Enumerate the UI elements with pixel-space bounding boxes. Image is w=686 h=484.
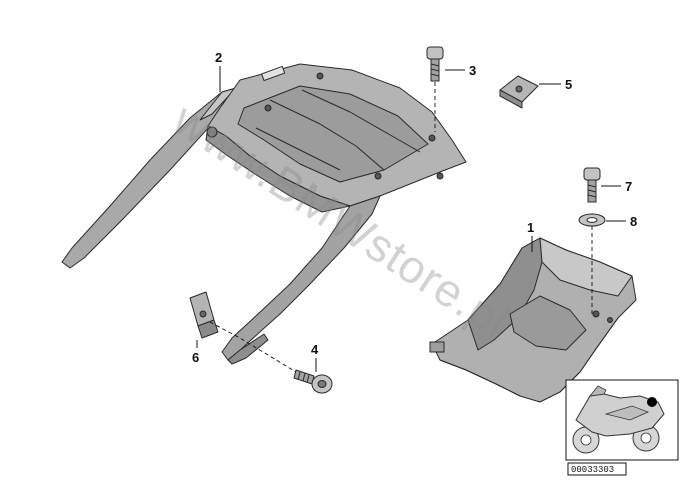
callout-4: 4	[311, 342, 319, 357]
part-8-washer	[578, 213, 606, 227]
callout-7: 7	[625, 179, 632, 194]
leader-lines	[196, 66, 626, 372]
part-2-rear-frame	[61, 63, 467, 365]
motorcycle-icon	[572, 385, 665, 454]
thumbnail-code: 00033303	[571, 465, 614, 475]
callout-3: 3	[469, 63, 476, 78]
callout-5: 5	[565, 77, 572, 92]
callout-2: 2	[215, 50, 222, 65]
location-marker	[647, 397, 657, 407]
part-3-bolt	[426, 46, 444, 82]
part-7-bolt	[583, 167, 601, 203]
part-5-clip-nut	[499, 75, 539, 109]
locator-thumbnail: 00033303	[565, 379, 679, 476]
part-1-tray	[429, 237, 637, 403]
part-4-screw	[293, 369, 333, 394]
callout-6: 6	[192, 350, 199, 365]
callout-8: 8	[630, 214, 637, 229]
part-6-clip-nut	[189, 291, 219, 339]
callouts: 1 2 3 4 5 6 7 8	[192, 50, 637, 365]
callout-1: 1	[527, 220, 534, 235]
assembly-lines	[209, 82, 593, 373]
